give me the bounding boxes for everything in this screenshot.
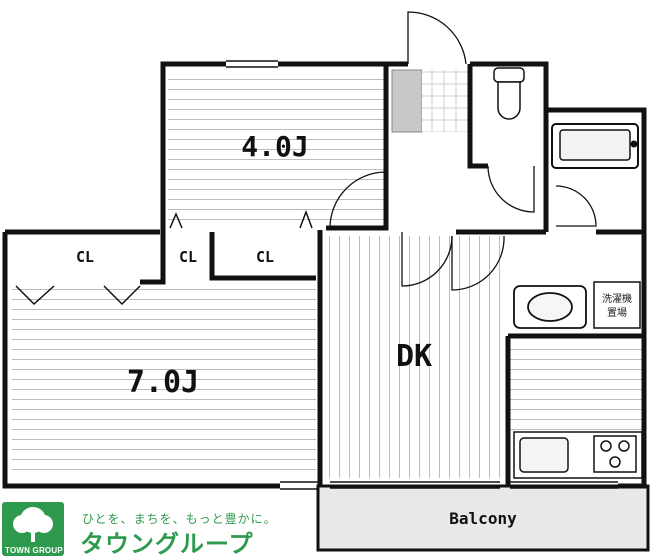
logo-group-name: TOWN GROUP — [5, 546, 63, 555]
floor-bedroom-small — [168, 70, 386, 228]
room-label-dk: DK — [396, 339, 432, 374]
floor-dk — [324, 236, 504, 478]
washer-label-top: 洗濯機 — [602, 292, 632, 305]
kitchen-counter — [513, 431, 643, 479]
floor-kitchen — [508, 340, 642, 432]
logo-slogan: ひとを、まちを、もっと豊かに。 — [82, 512, 277, 526]
balcony-area — [316, 484, 650, 552]
washer-label-bottom: 置場 — [607, 306, 627, 319]
entry-step — [391, 69, 423, 133]
closet-label-2: CL — [179, 248, 197, 266]
company-logo: TOWN GROUP ひとを、まちを、もっと豊かに。 タウングループ — [2, 500, 302, 558]
tree-logo-icon: TOWN GROUP — [2, 502, 64, 556]
sink-icon — [519, 437, 569, 473]
entry-tiles — [422, 70, 470, 132]
door-swings — [329, 11, 597, 291]
closet-label-3: CL — [256, 248, 274, 266]
room-label-balcony: Balcony — [449, 509, 517, 528]
bathtub-icon — [551, 123, 639, 169]
room-label-bedroom-small: 4.0J — [241, 130, 308, 163]
floor-bedroom-large — [12, 286, 316, 478]
washbasin-icon — [513, 285, 587, 329]
logo-brand: タウングループ — [80, 530, 254, 558]
windows — [226, 60, 618, 490]
washer-area — [593, 281, 641, 329]
closet-doors — [15, 209, 313, 306]
closet-label-1: CL — [76, 248, 94, 266]
toilet-icon — [493, 67, 525, 120]
walls — [2, 61, 647, 489]
room-label-bedroom-large: 7.0J — [127, 365, 199, 400]
